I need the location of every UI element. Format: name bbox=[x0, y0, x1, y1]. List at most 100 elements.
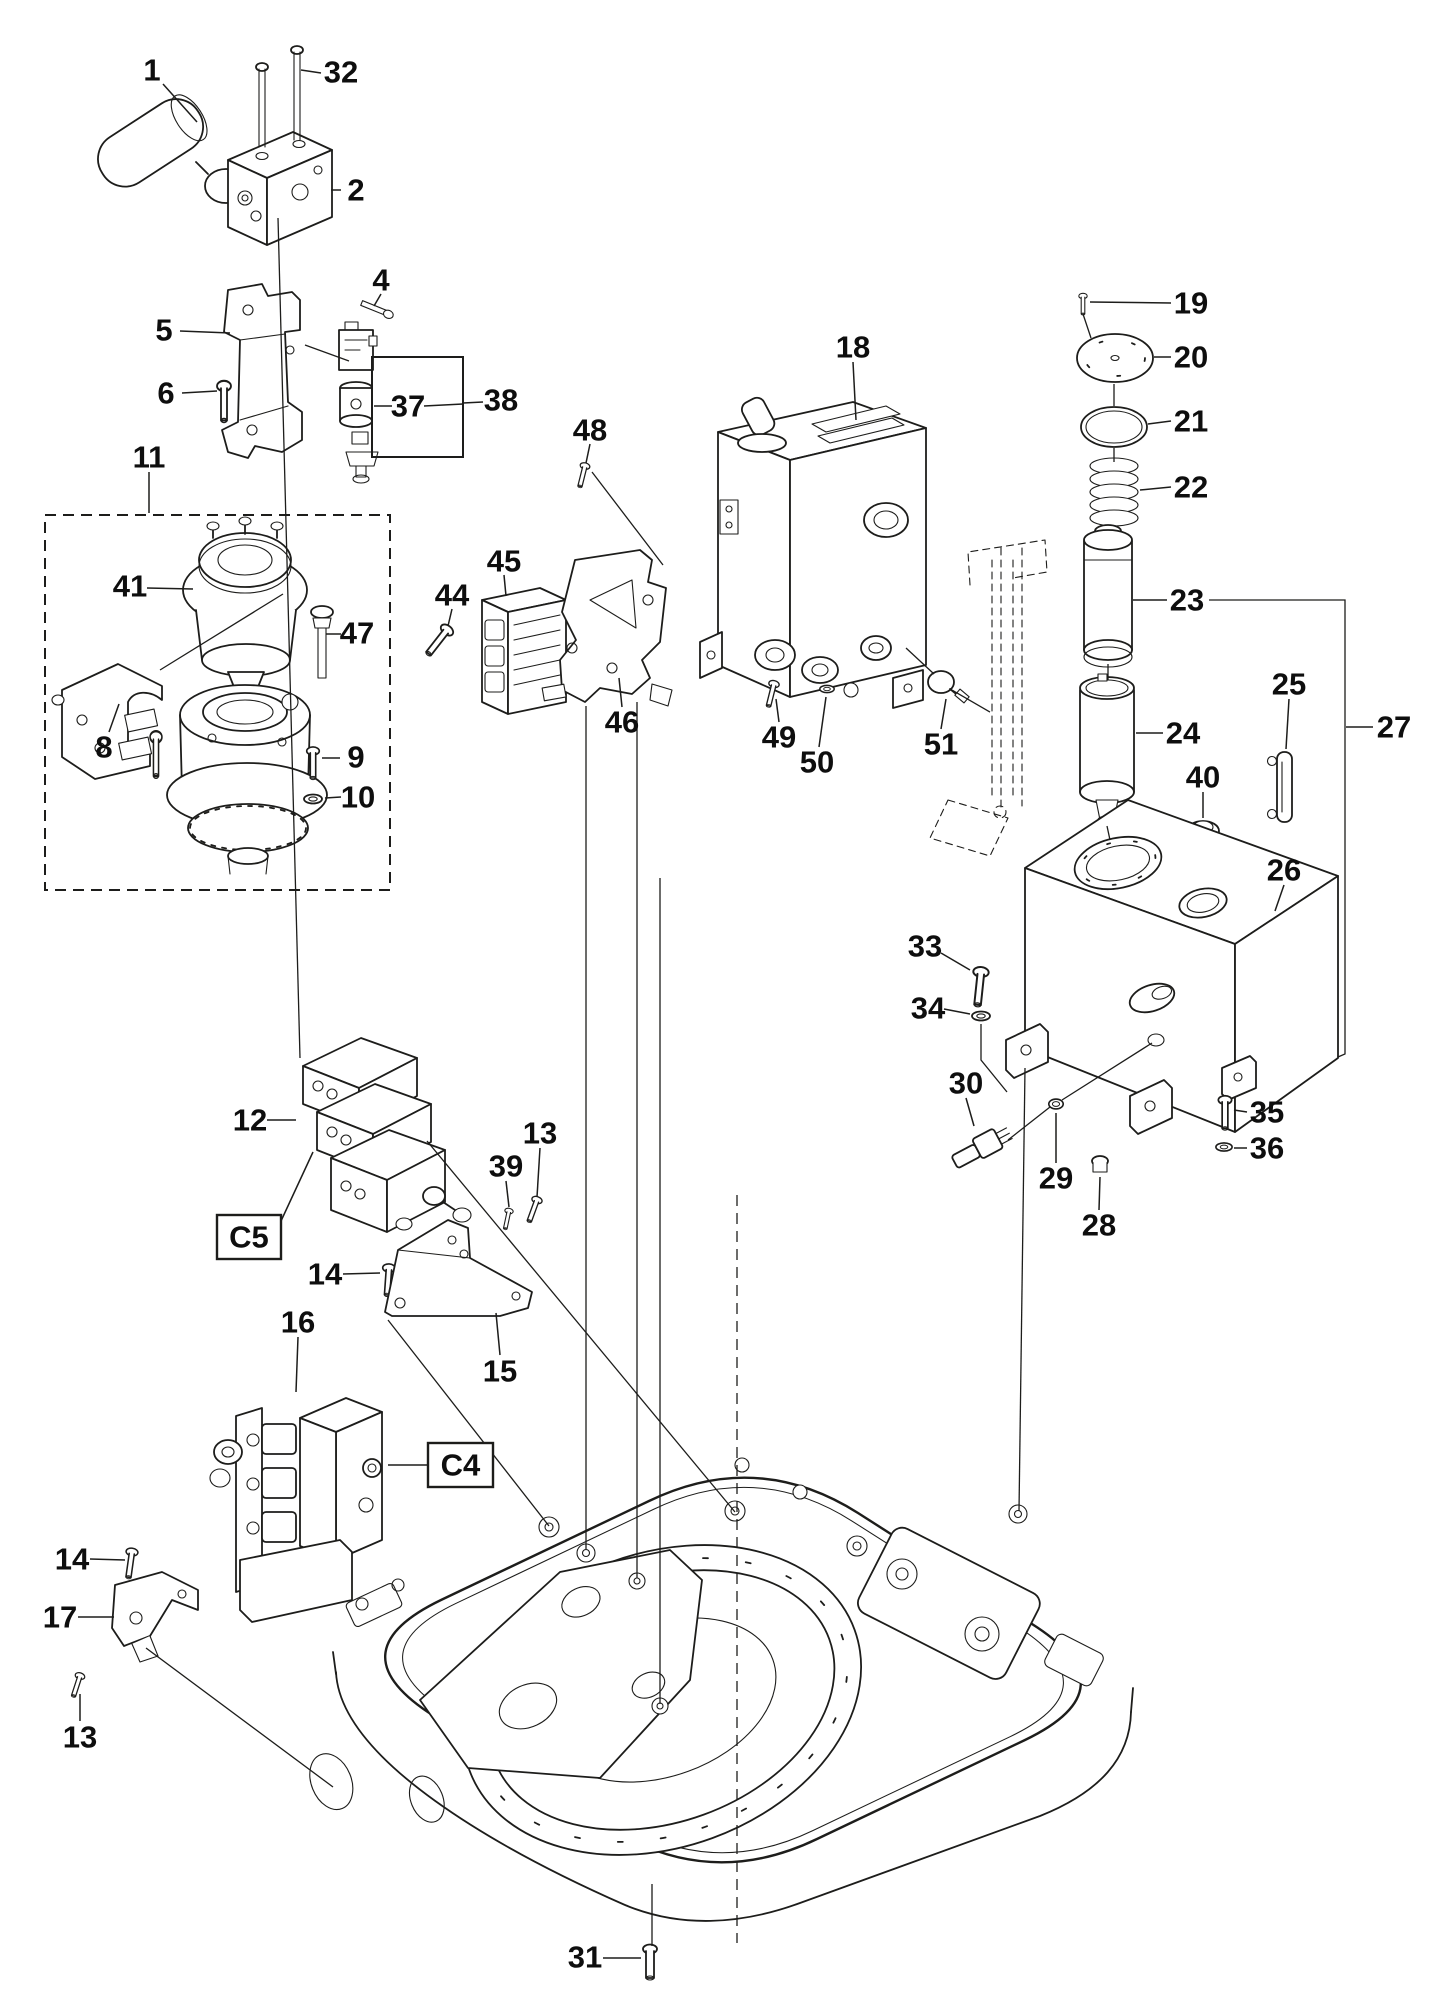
callout-label: 13 bbox=[523, 1116, 557, 1151]
callout-label: 27 bbox=[1377, 710, 1411, 745]
callout-label: 8 bbox=[95, 730, 112, 765]
bolt-part-32a bbox=[255, 62, 269, 148]
washer-part-36 bbox=[1215, 1142, 1233, 1152]
callout-47: 47 bbox=[326, 616, 374, 651]
callout-14: 14 bbox=[55, 1542, 126, 1577]
callout-label: 45 bbox=[487, 544, 521, 579]
callout-label: 29 bbox=[1039, 1161, 1073, 1196]
bolt-part-13-lower bbox=[67, 1670, 87, 1700]
callout-2: 2 bbox=[331, 173, 365, 208]
leader-line bbox=[373, 293, 382, 307]
bolt-part-13-upper bbox=[523, 1194, 544, 1225]
callout-label: 28 bbox=[1082, 1208, 1116, 1243]
screw19-axis-line bbox=[1082, 313, 1092, 339]
callout-50: 50 bbox=[800, 696, 834, 780]
leader-line bbox=[295, 1336, 299, 1393]
callout-label: 18 bbox=[836, 330, 870, 365]
sensor-part-30 bbox=[951, 1127, 1013, 1169]
leader-line bbox=[940, 952, 971, 971]
leader-line bbox=[775, 698, 780, 723]
callout-label: C5 bbox=[229, 1220, 269, 1255]
callout-24: 24 bbox=[1136, 716, 1201, 751]
nut-part-28 bbox=[1091, 1155, 1109, 1173]
leader-line bbox=[943, 1008, 971, 1015]
callout-label: 39 bbox=[489, 1149, 523, 1184]
callout-15: 15 bbox=[483, 1312, 517, 1389]
callout-39: 39 bbox=[489, 1149, 523, 1208]
callout-13: 13 bbox=[63, 1694, 97, 1755]
screw-part-19 bbox=[1078, 292, 1088, 316]
leader-line bbox=[342, 1272, 381, 1275]
bolt48-to-bracket46-line bbox=[591, 471, 664, 566]
group27-bracket-line bbox=[1209, 599, 1346, 1058]
callout-label: 11 bbox=[133, 440, 166, 475]
callout-label: 22 bbox=[1174, 470, 1208, 505]
callout-14: 14 bbox=[308, 1257, 381, 1292]
spring-part-22 bbox=[1089, 457, 1139, 527]
callout-27: 27 bbox=[1346, 710, 1411, 745]
callout-10: 10 bbox=[324, 780, 375, 815]
callout-label: 2 bbox=[347, 173, 364, 208]
callout-34: 34 bbox=[911, 991, 971, 1026]
callout-label: 33 bbox=[908, 929, 942, 964]
callout-label: 46 bbox=[605, 705, 639, 740]
callout-4: 4 bbox=[372, 263, 390, 307]
damper-part-51 bbox=[927, 670, 970, 704]
callout-label: 31 bbox=[568, 1940, 602, 1975]
mounting-plate-part-15 bbox=[384, 1219, 533, 1317]
leader-line bbox=[1274, 884, 1285, 912]
callout-40: 40 bbox=[1186, 760, 1220, 818]
leader-line bbox=[324, 796, 342, 799]
breather-part-47 bbox=[310, 605, 334, 679]
bolt-part-31 bbox=[642, 1943, 658, 1981]
leader-line bbox=[423, 403, 464, 407]
pump-to-valve12-line bbox=[277, 217, 301, 1059]
callout-17: 17 bbox=[43, 1600, 114, 1635]
bolt-part-33 bbox=[968, 965, 991, 1009]
callout-41: 41 bbox=[113, 569, 194, 604]
callout-label: 35 bbox=[1250, 1095, 1284, 1130]
callout-36: 36 bbox=[1234, 1131, 1284, 1166]
o-ring-part-21 bbox=[1080, 406, 1148, 448]
callout-19: 19 bbox=[1089, 286, 1208, 321]
callout-label: 20 bbox=[1174, 340, 1208, 375]
leader-line bbox=[965, 1097, 975, 1127]
leader-line bbox=[585, 443, 591, 464]
bracket-part-5 bbox=[221, 283, 303, 459]
callout-box bbox=[215, 1213, 283, 1261]
callout-box bbox=[426, 1441, 495, 1489]
callout-16: 16 bbox=[281, 1305, 315, 1393]
callout-label: 10 bbox=[341, 780, 375, 815]
leader-line bbox=[536, 1147, 541, 1198]
callout-30: 30 bbox=[949, 1066, 983, 1127]
chassis-tray-part bbox=[309, 1457, 1134, 1922]
callout-label: 19 bbox=[1174, 286, 1208, 321]
callout-label: 16 bbox=[281, 1305, 315, 1340]
bracket8-to-motor-line bbox=[159, 593, 284, 671]
damper51-axis-line-2 bbox=[951, 689, 991, 713]
callout-label: 9 bbox=[347, 740, 364, 775]
solenoid-valve-part-37 bbox=[338, 321, 379, 484]
callout-29: 29 bbox=[1039, 1113, 1073, 1196]
callout-label: 40 bbox=[1186, 760, 1220, 795]
callout-37: 37 bbox=[374, 389, 464, 424]
leader-line bbox=[181, 390, 218, 394]
callout-26: 26 bbox=[1267, 853, 1301, 912]
washer-part-50 bbox=[819, 684, 835, 694]
leader-line bbox=[1139, 486, 1172, 491]
callout-label: 36 bbox=[1250, 1131, 1284, 1166]
group-box-38 bbox=[371, 356, 464, 458]
swing-gearbox-part bbox=[166, 684, 328, 875]
callout-31: 31 bbox=[568, 1940, 641, 1975]
callout-23: 23 bbox=[1133, 583, 1204, 618]
connector-lines bbox=[145, 217, 1346, 1946]
leader-line bbox=[462, 401, 484, 404]
callout-label: 5 bbox=[155, 313, 172, 348]
callout-9: 9 bbox=[322, 740, 365, 775]
callout-32: 32 bbox=[300, 55, 358, 90]
leader-line bbox=[447, 608, 453, 627]
filter-bowl-part-24 bbox=[1079, 673, 1135, 825]
callout-label: 48 bbox=[573, 413, 607, 448]
callout-label: 21 bbox=[1174, 404, 1208, 439]
